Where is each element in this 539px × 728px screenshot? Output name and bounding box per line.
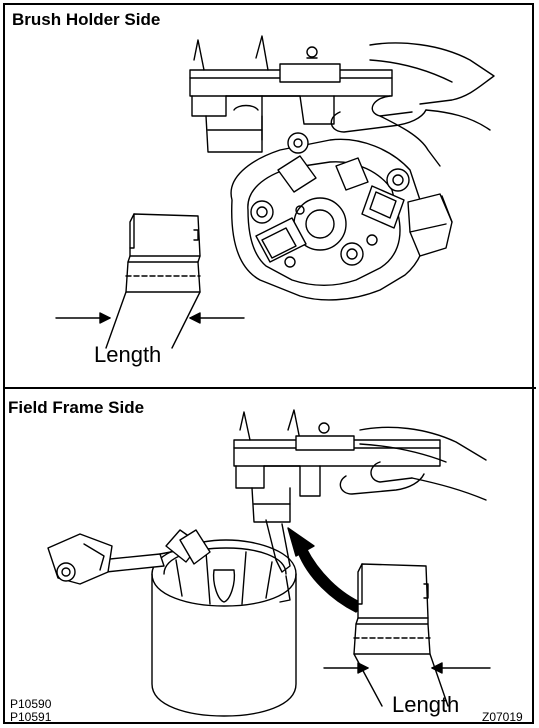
section-divider [3,387,536,389]
figure-code-2: P10591 [10,710,52,724]
heading-field-frame-side: Field Frame Side [8,398,145,417]
brush-sample-bottom [354,564,430,654]
brush-holder-assembly [231,133,452,300]
brushes-field-frame [180,520,290,572]
vernier-caliper-bottom [234,410,440,522]
dimension-arrows-bottom [324,654,490,706]
figure-code-1: P10590 [10,697,52,711]
heading-brush-holder-side: Brush Holder Side [12,10,161,29]
length-label-top: Length [94,342,162,367]
hand-bottom [340,427,486,500]
field-frame [152,540,296,716]
brush-sample-top [126,214,200,292]
length-label-bottom: Length [392,692,460,717]
dimension-arrows-top [56,292,244,348]
illustration-code: Z07019 [482,710,523,724]
vernier-caliper-top [190,36,392,152]
curved-arrow [288,528,364,612]
outer-frame [3,3,534,724]
hand-top [331,43,494,166]
